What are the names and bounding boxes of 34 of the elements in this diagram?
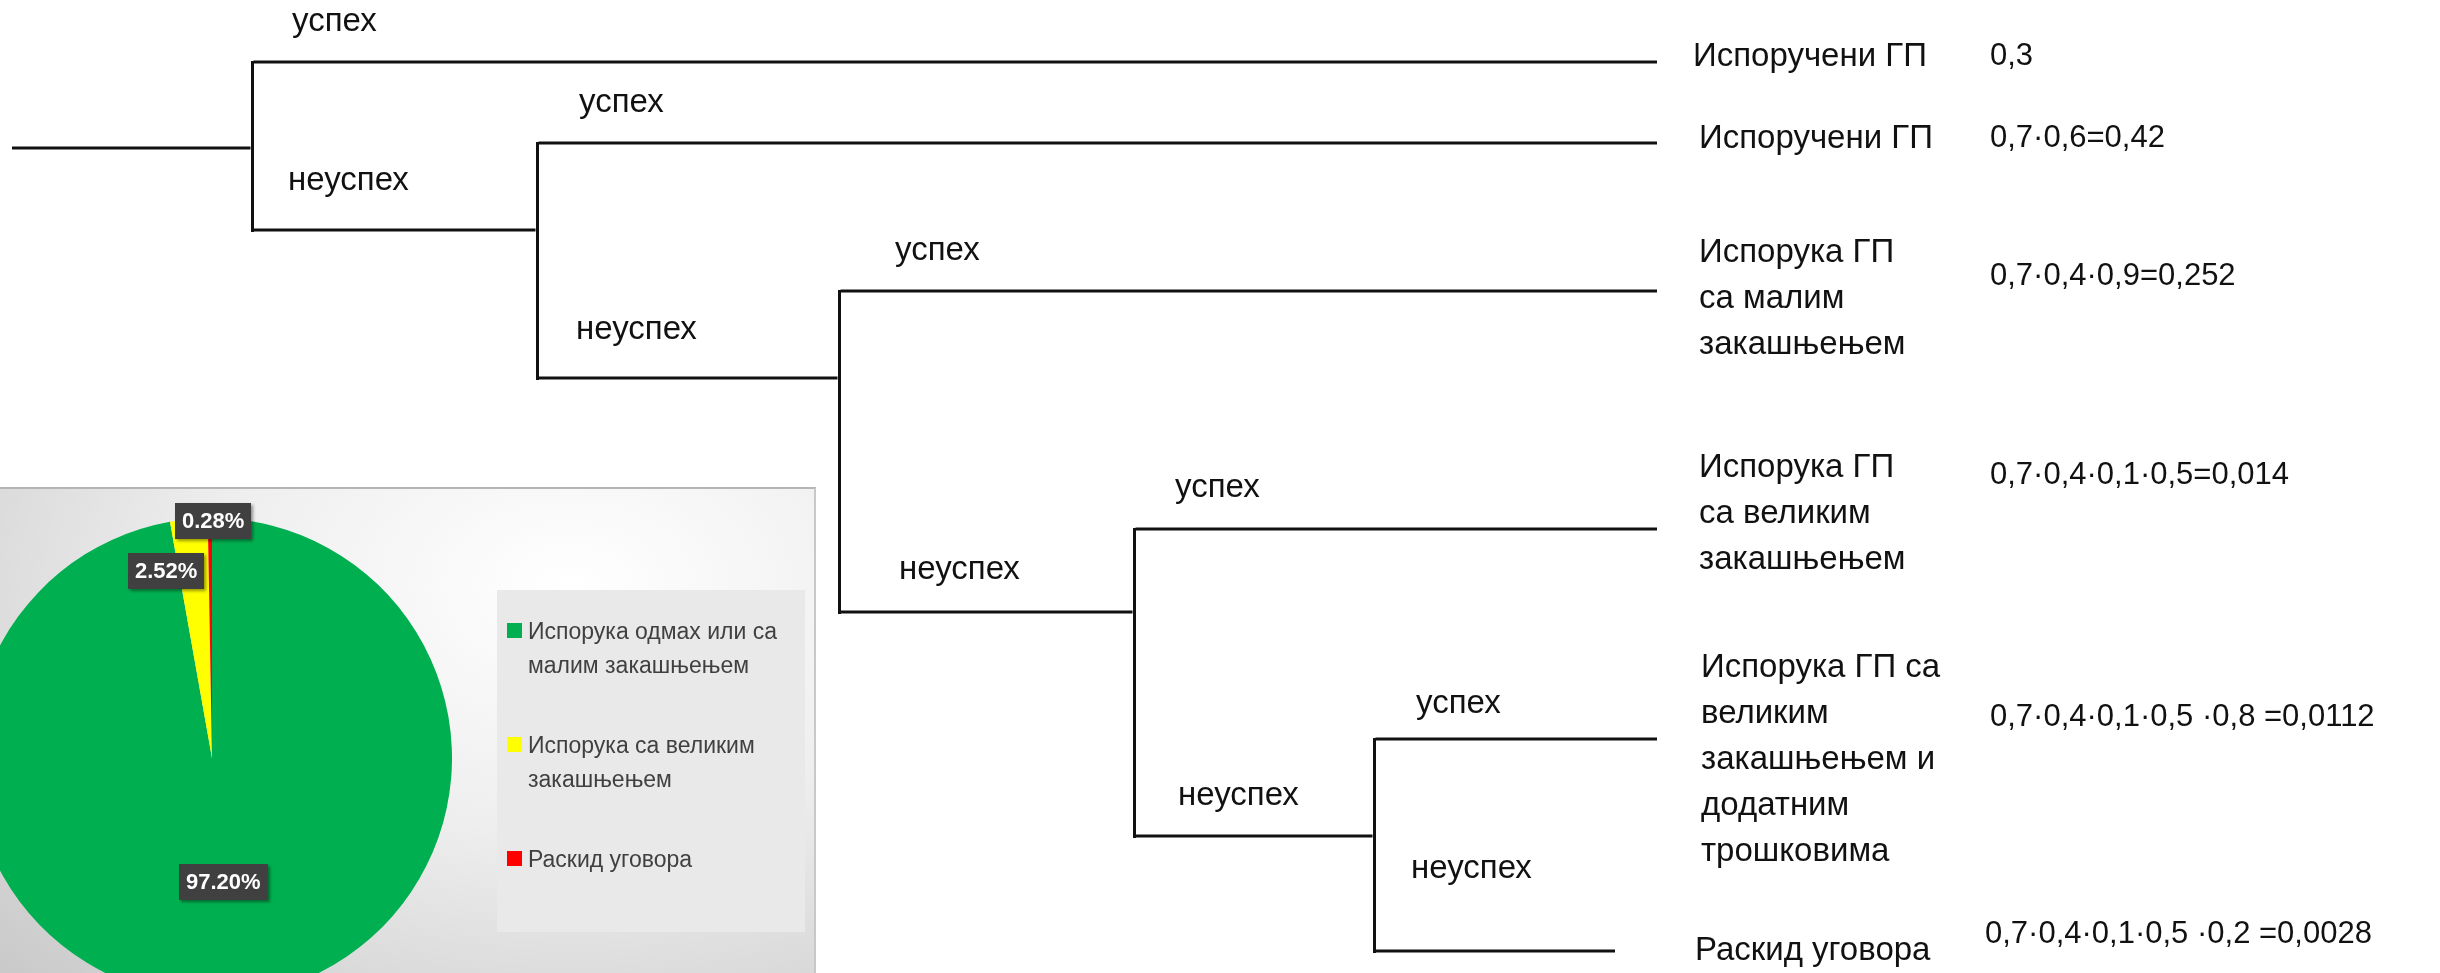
data-label: 0.28% <box>175 503 252 539</box>
branch-line <box>1135 527 1657 531</box>
legend-text: Раскид уговора <box>528 845 693 874</box>
data-label: 97.20% <box>179 864 268 900</box>
probability-value: 0,3 <box>1990 36 2034 74</box>
branch-line <box>253 228 536 232</box>
legend-text: Испорука са великим закашњењем <box>528 731 756 794</box>
probability-value: 0,7·0,4·0,1·0,5=0,014 <box>1990 455 2290 493</box>
outcome-text: Испоручени ГП <box>1693 35 1927 75</box>
outcome-text: Испоручени ГП <box>1699 117 1933 157</box>
probability-value: 0,7·0,6=0,42 <box>1990 118 2165 156</box>
junction-line <box>1372 737 1376 953</box>
probability-value: 0,7·0,4·0,9=0,252 <box>1990 256 2236 294</box>
data-label: 2.52% <box>128 553 205 589</box>
branch-line <box>840 610 1133 614</box>
branch-line <box>1135 834 1373 838</box>
branch-line <box>1375 737 1657 741</box>
branch-line <box>538 141 1657 145</box>
outcome-text: Испорука ГП са великим закашњењем <box>1699 446 1907 578</box>
junction-line <box>250 60 254 232</box>
outcome-text: Испорука ГП са малим закашњењем <box>1699 231 1907 363</box>
branch-line <box>253 60 1657 64</box>
branch-line <box>12 146 251 150</box>
legend-text: Испорука одмах или са малим закашњењем <box>528 617 779 680</box>
branch-line <box>840 289 1657 293</box>
junction-line <box>837 289 841 614</box>
outcome-text: Раскид уговора <box>1695 929 1931 969</box>
probability-value: 0,7·0,4·0,1·0,5 ·0,8 =0,0112 <box>1990 697 2375 735</box>
probability-value: 0,7·0,4·0,1·0,5 ·0,2 =0,0028 <box>1985 914 2372 952</box>
junction-line <box>535 141 539 380</box>
junction-line <box>1132 527 1136 838</box>
branch-line <box>538 376 838 380</box>
outcome-text: Испорука ГП са великим закашњењем и додатним трошковима <box>1701 646 1942 870</box>
branch-line <box>1375 949 1615 953</box>
